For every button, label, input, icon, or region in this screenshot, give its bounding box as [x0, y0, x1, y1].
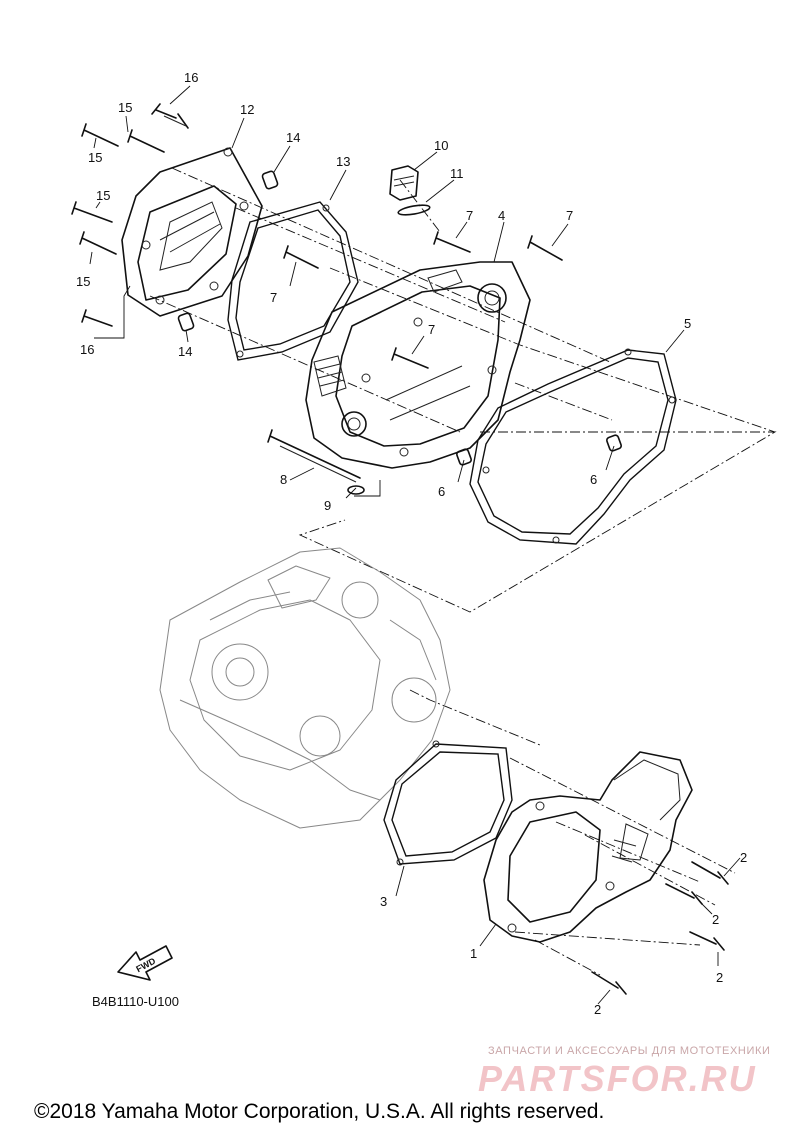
callout-2a: 2 — [740, 850, 747, 865]
callout-labels: 16 15 15 15 15 16 12 14 14 13 10 11 7 7 … — [76, 70, 747, 1017]
callout-8: 8 — [280, 472, 287, 487]
leader-lines — [89, 85, 741, 1005]
crankcase-cover-4 — [305, 261, 531, 469]
callout-2b: 2 — [712, 912, 719, 927]
callout-2c: 2 — [716, 970, 723, 985]
gasket-13 — [227, 201, 359, 361]
dowel-pins-14 — [177, 170, 279, 332]
callout-15d: 15 — [76, 274, 90, 289]
callout-6b: 6 — [590, 472, 597, 487]
watermark-logo: PARTSFOR.RU — [478, 1058, 757, 1099]
watermark-tagline: ЗАПЧАСТИ И АКСЕССУАРЫ ДЛЯ МОТОТЕХНИКИ — [488, 1045, 771, 1057]
callout-7d: 7 — [428, 322, 435, 337]
bolts-center — [267, 231, 563, 495]
clutch-cover-12 — [121, 147, 263, 317]
dowel-pins-6 — [456, 434, 622, 466]
callout-6a: 6 — [438, 484, 445, 499]
assembly-lines — [149, 167, 777, 976]
callout-7b: 7 — [566, 208, 573, 223]
callout-16b: 16 — [80, 342, 94, 357]
callout-3: 3 — [380, 894, 387, 909]
callout-15c: 15 — [96, 188, 110, 203]
callout-13: 13 — [336, 154, 350, 169]
callout-4: 4 — [498, 208, 505, 223]
callout-9: 9 — [324, 498, 331, 513]
callout-12: 12 — [240, 102, 254, 117]
callout-15b: 15 — [88, 150, 102, 165]
copyright-footer: ©2018 Yamaha Motor Corporation, U.S.A. A… — [34, 1100, 605, 1123]
callout-14b: 14 — [178, 344, 192, 359]
bolts-right — [591, 861, 729, 995]
engine-crankcase — [159, 547, 451, 829]
callout-7c: 7 — [270, 290, 277, 305]
callout-14a: 14 — [286, 130, 300, 145]
callout-1: 1 — [470, 946, 477, 961]
gasket-5 — [469, 348, 677, 545]
callout-11: 11 — [450, 166, 464, 181]
o-ring-11 — [397, 204, 431, 216]
callout-15a: 15 — [118, 100, 132, 115]
bolts-left — [71, 103, 189, 327]
callout-7a: 7 — [466, 208, 473, 223]
callout-16a: 16 — [184, 70, 198, 85]
callout-5: 5 — [684, 316, 691, 331]
gasket-3 — [383, 740, 513, 866]
cover-1 — [483, 751, 693, 943]
oil-plug-10 — [389, 165, 419, 201]
fwd-arrow-icon: FWD — [117, 945, 173, 981]
callout-2d: 2 — [594, 1002, 601, 1017]
diagram-code: B4B1110-U100 — [92, 994, 179, 1009]
callout-10: 10 — [434, 138, 448, 153]
